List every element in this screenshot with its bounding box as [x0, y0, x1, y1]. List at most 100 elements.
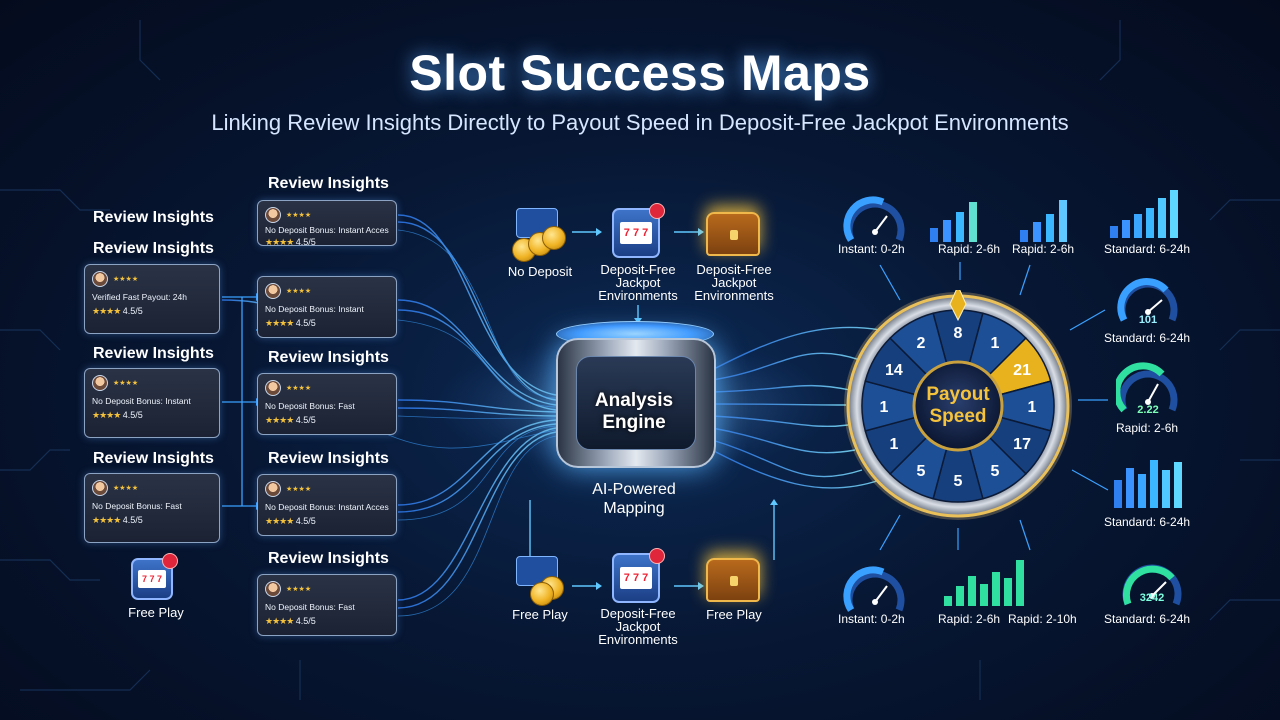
speedometer-gauge-icon [1117, 278, 1178, 322]
review-rating: ★★★★ 4.5/5 [265, 237, 316, 247]
engine-label: Analysis Engine [594, 390, 674, 433]
speedometer-gauge-icon [843, 566, 905, 612]
coin-icon [542, 226, 566, 250]
star-rating-icon: ★★★★ [265, 318, 294, 328]
wheel-number: 5 [991, 463, 1000, 480]
analysis-engine[interactable] [556, 338, 716, 468]
left-label-1: Review Insights [93, 209, 214, 226]
review-card[interactable]: ★★★★ No Deposit Bonus: Fast ★★★★ 4.5/5 [84, 473, 220, 543]
review-card[interactable]: ★★★★ No Deposit Bonus: Fast ★★★★ 4.5/5 [257, 574, 397, 636]
speed-label: Standard: 6-24h [1104, 515, 1191, 529]
wheel-number: 1 [889, 436, 898, 453]
avatar [92, 271, 108, 287]
speed-label: Instant: 0-2h [838, 612, 905, 626]
mid-label-3: Review Insights [268, 450, 389, 467]
review-text: No Deposit Bonus: Instant [265, 304, 364, 314]
speed-label: Rapid: 2-6h [938, 612, 1001, 626]
review-card[interactable]: ★★★★ No Deposit Bonus: Fast ★★★★ 4.5/5 [257, 373, 397, 435]
speedometer-gauge-icon [1116, 362, 1178, 413]
star-rating-icon: ★★★★ [92, 515, 121, 525]
speed-label: Standard: 6-24h [1104, 612, 1191, 626]
mini-stars-icon: ★★★★ [113, 485, 139, 492]
star-rating-icon: ★★★★ [265, 237, 294, 247]
mini-stars-icon: ★★★★ [286, 288, 312, 295]
review-text: No Deposit Bonus: Fast [265, 602, 355, 612]
review-text: No Deposit Bonus: Instant [92, 396, 191, 406]
gauge-value: 3242 [1139, 592, 1165, 604]
mini-stars-icon: ★★★★ [286, 486, 312, 493]
mini-stars-icon: ★★★★ [113, 380, 139, 387]
star-rating-icon: ★★★★ [265, 616, 294, 626]
treasure-chest-icon [706, 558, 760, 602]
review-rating: ★★★★ 4.5/5 [92, 306, 143, 316]
slot-machine-icon: 7 7 7 [131, 553, 178, 600]
review-rating: ★★★★ 4.5/5 [265, 415, 316, 425]
wheel-number: 2 [917, 335, 926, 352]
wheel-number: 1 [880, 399, 889, 416]
page-subtitle: Linking Review Insights Directly to Payo… [211, 110, 1069, 135]
bar-chart-icon [930, 192, 977, 242]
review-rating: ★★★★ 4.5/5 [92, 515, 143, 525]
review-card[interactable]: ★★★★ No Deposit Bonus: Instant Access ★★… [257, 200, 397, 247]
wheel-number: 17 [1013, 436, 1031, 453]
deposit-free-env-label: Deposit-Free Jackpot Environments [694, 262, 774, 303]
coin-icon [530, 582, 554, 606]
deposit-free-env-label: Deposit-Free Jackpot Environments [598, 606, 678, 647]
bar-chart-icon [1110, 188, 1178, 238]
mini-stars-icon: ★★★★ [286, 212, 312, 219]
free-play-label: Free Play [128, 605, 184, 620]
treasure-chest-icon [706, 212, 760, 256]
speed-label: Rapid: 2-10h [1008, 612, 1077, 626]
speed-label: Rapid: 2-6h [1012, 242, 1075, 256]
avatar [92, 480, 108, 496]
speed-label: Standard: 6-24h [1104, 331, 1191, 345]
mid-label-2: Review Insights [268, 349, 389, 366]
wheel-number: 1 [1028, 399, 1037, 416]
mini-stars-icon: ★★★★ [286, 385, 312, 392]
avatar [265, 481, 281, 497]
avatar [265, 581, 281, 597]
ai-mapping-label: AI-Powered Mapping [592, 481, 676, 517]
bar-chart-icon [944, 556, 1024, 606]
review-rating: ★★★★ 4.5/5 [92, 410, 143, 420]
free-play-label: Free Play [512, 607, 568, 622]
review-card[interactable]: ★★★★ No Deposit Bonus: Instant ★★★★ 4.5/… [257, 276, 397, 338]
star-rating-icon: ★★★★ [92, 306, 121, 316]
no-deposit-label: No Deposit [507, 264, 573, 279]
star-rating-icon: ★★★★ [92, 410, 121, 420]
speedometer-gauge-icon [1122, 564, 1182, 606]
review-text: No Deposit Bonus: Fast [92, 501, 182, 511]
review-card[interactable]: ★★★★ Verified Fast Payout: 24h ★★★★ 4.5/… [84, 264, 220, 334]
avatar [265, 283, 281, 299]
review-card[interactable]: ★★★★ No Deposit Bonus: Instant Access ★★… [257, 474, 397, 536]
left-label-3: Review Insights [93, 345, 214, 362]
avatar [265, 207, 281, 223]
speed-label: Rapid: 2-6h [938, 242, 1001, 256]
slot-machine-icon: 7 7 7 [612, 548, 665, 603]
bar-chart-icon [1020, 192, 1067, 242]
star-rating-icon: ★★★★ [265, 415, 294, 425]
wheel-number: 14 [885, 362, 903, 379]
free-play-label: Free Play [706, 607, 762, 622]
speed-label: Rapid: 2-6h [1116, 421, 1179, 435]
speed-label: Standard: 6-24h [1104, 242, 1191, 256]
deposit-free-env-label: Deposit-Free Jackpot Environments [598, 262, 678, 303]
page-title: Slot Success Maps [409, 45, 871, 101]
review-text: No Deposit Bonus: Instant Access [265, 502, 389, 512]
wheel-number: 5 [954, 473, 963, 490]
review-rating: ★★★★ 4.5/5 [265, 616, 316, 626]
left-label-2: Review Insights [93, 240, 214, 257]
review-text: Verified Fast Payout: 24h [92, 292, 187, 302]
star-rating-icon: ★★★★ [265, 516, 294, 526]
review-card[interactable]: ★★★★ No Deposit Bonus: Instant ★★★★ 4.5/… [84, 368, 220, 438]
avatar [92, 375, 108, 391]
mid-label-1: Review Insights [268, 175, 389, 192]
wheel-number: 8 [954, 325, 963, 342]
wheel-pointer-icon [949, 284, 967, 322]
payout-speed-label: Payout Speed [926, 384, 990, 427]
speedometer-gauge-icon [843, 196, 905, 242]
gauge-value: 2.22 [1137, 404, 1159, 416]
mini-stars-icon: ★★★★ [286, 586, 312, 593]
